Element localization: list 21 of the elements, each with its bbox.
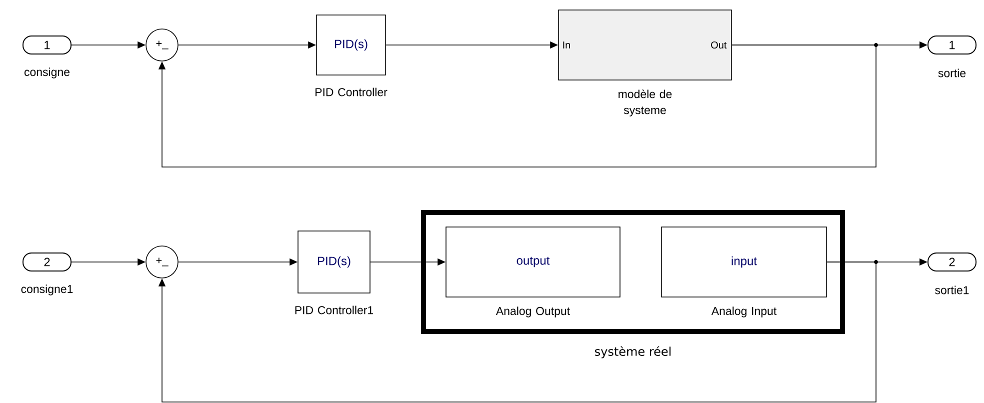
process-box: input <box>661 226 827 298</box>
node-label: système réel <box>594 346 671 358</box>
block-label: modèle de systeme <box>618 90 672 116</box>
block-label: Analog Output <box>496 306 570 318</box>
process-box: PID(s) <box>298 230 370 294</box>
arrow <box>158 44 876 168</box>
arrow <box>158 262 876 402</box>
block-label: sortie1 <box>935 286 969 294</box>
port-block: 1 <box>928 36 976 54</box>
port-block: 1 <box>22 36 72 54</box>
block-label: consigne1 <box>21 284 73 296</box>
block-label: sortie <box>938 68 966 78</box>
port-block: 2 <box>928 252 976 272</box>
process-box: output <box>446 226 620 298</box>
port-block: 2 <box>22 252 72 272</box>
block-label: PID Controller1 <box>295 306 374 314</box>
block-label: consigne <box>24 68 70 78</box>
subsystem-box: In Out <box>558 10 732 80</box>
block-label: PID Controller <box>316 88 388 96</box>
process-box: PID(s) <box>316 14 386 76</box>
block-label: Analog Input <box>711 306 776 318</box>
